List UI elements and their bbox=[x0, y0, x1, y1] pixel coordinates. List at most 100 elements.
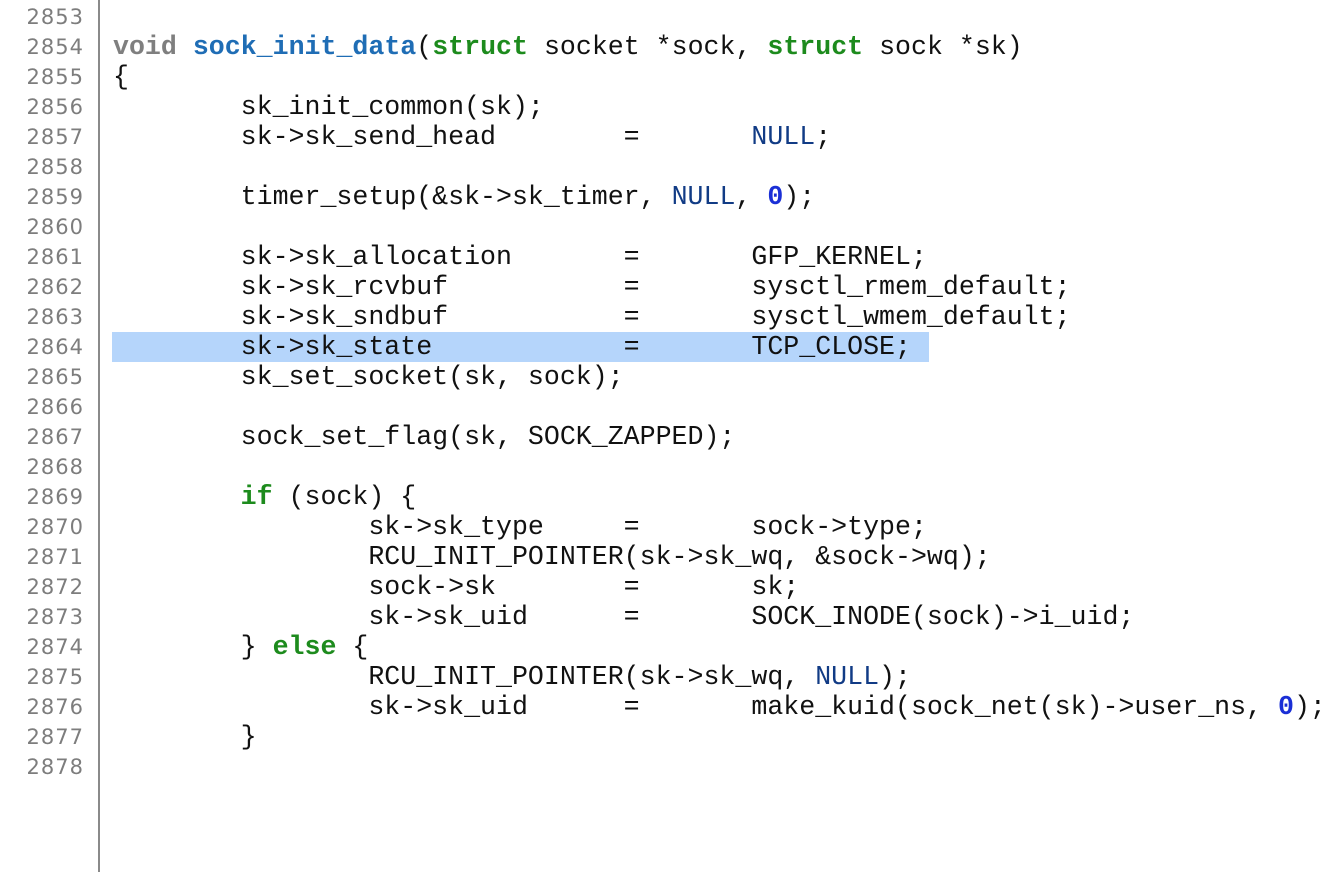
line-number[interactable]: 2870 bbox=[26, 515, 84, 539]
constant-token: NULL bbox=[671, 182, 736, 212]
code-line[interactable]: 2868 bbox=[0, 452, 1336, 482]
line-number[interactable]: 2859 bbox=[26, 185, 84, 209]
line-number[interactable]: 2874 bbox=[26, 635, 84, 659]
code-line[interactable]: 2872 sock->sk = sk; bbox=[0, 572, 1336, 602]
constant-token: NULL bbox=[815, 662, 880, 692]
code-token: socket *sock, bbox=[527, 32, 768, 62]
line-number[interactable]: 2872 bbox=[26, 575, 84, 599]
code-token: (sock) { bbox=[272, 482, 417, 512]
line-number[interactable]: 2863 bbox=[26, 305, 84, 329]
line-number[interactable]: 2873 bbox=[26, 605, 84, 629]
code-text: RCU_INIT_POINTER(sk->sk_wq, &sock->wq); bbox=[113, 542, 991, 572]
line-number[interactable]: 2865 bbox=[26, 365, 84, 389]
code-token: sock_set_flag(sk, SOCK_ZAPPED); bbox=[113, 422, 736, 452]
code-token: sk_init_common(sk); bbox=[113, 92, 544, 122]
code-line[interactable]: 2856 sk_init_common(sk); bbox=[0, 92, 1336, 122]
code-line[interactable]: 2869 if (sock) { bbox=[0, 482, 1336, 512]
line-number[interactable]: 2869 bbox=[26, 485, 84, 509]
code-line[interactable]: 2877 } bbox=[0, 722, 1336, 752]
keyword-token: struct bbox=[767, 32, 864, 62]
code-line[interactable]: 2855 { bbox=[0, 62, 1336, 92]
code-token: sk->sk_rcvbuf = sysctl_rmem_default; bbox=[113, 272, 1071, 302]
line-number[interactable]: 2864 bbox=[26, 335, 84, 359]
code-text: EXPORT_SYMBOL(sk_stop_timer_sync); bbox=[113, 0, 656, 2]
code-text: sk_init_common(sk); bbox=[113, 92, 544, 122]
code-token: ); bbox=[783, 182, 816, 212]
code-token: timer_setup(&sk->sk_timer, bbox=[113, 182, 672, 212]
keyword-token: else bbox=[272, 632, 337, 662]
code-line[interactable]: 2859 timer_setup(&sk->sk_timer, NULL, 0)… bbox=[0, 182, 1336, 212]
gutter-divider bbox=[98, 0, 100, 872]
code-line[interactable]: 2878 bbox=[0, 752, 1336, 782]
line-number[interactable]: 2876 bbox=[26, 695, 84, 719]
code-line[interactable]: 2860 bbox=[0, 212, 1336, 242]
code-line[interactable]: 2871 RCU_INIT_POINTER(sk->sk_wq, &sock->… bbox=[0, 542, 1336, 572]
line-number[interactable]: 2853 bbox=[26, 5, 84, 29]
code-line[interactable]: 2858 bbox=[0, 152, 1336, 182]
code-token: , bbox=[735, 182, 768, 212]
code-text: sk->sk_type = sock->type; bbox=[113, 512, 927, 542]
line-number[interactable]: 2871 bbox=[26, 545, 84, 569]
line-number[interactable]: 2866 bbox=[26, 395, 84, 419]
code-text: sk->sk_uid = make_kuid(sock_net(sk)->use… bbox=[113, 692, 1326, 722]
code-line-highlighted[interactable]: 2864 sk->sk_state = TCP_CLOSE; bbox=[0, 332, 1336, 362]
function-name-token: sock_init_data bbox=[192, 32, 417, 62]
code-line[interactable]: 2875 RCU_INIT_POINTER(sk->sk_wq, NULL); bbox=[0, 662, 1336, 692]
code-line[interactable]: 2857 sk->sk_send_head = NULL; bbox=[0, 122, 1336, 152]
code-token bbox=[113, 482, 241, 512]
code-line[interactable]: 2866 bbox=[0, 392, 1336, 422]
code-token: sock->sk = sk; bbox=[113, 572, 800, 602]
code-text: } bbox=[113, 722, 257, 752]
code-text: sk_set_socket(sk, sock); bbox=[113, 362, 624, 392]
code-token: sk->sk_uid = SOCK_INODE(sock)->i_uid; bbox=[113, 602, 1135, 632]
code-token: ( bbox=[416, 32, 433, 62]
code-line[interactable]: EXPORT_SYMBOL(sk_stop_timer_sync); bbox=[0, 0, 1336, 2]
code-text: } else { bbox=[113, 632, 369, 662]
code-line[interactable]: 2865 sk_set_socket(sk, sock); bbox=[0, 362, 1336, 392]
code-text: RCU_INIT_POINTER(sk->sk_wq, NULL); bbox=[113, 662, 911, 692]
line-number[interactable]: 2875 bbox=[26, 665, 84, 689]
code-line[interactable]: 2876 sk->sk_uid = make_kuid(sock_net(sk)… bbox=[0, 692, 1336, 722]
line-number[interactable]: 2861 bbox=[26, 245, 84, 269]
code-token: { bbox=[336, 632, 369, 662]
code-text: sk->sk_state = TCP_CLOSE; bbox=[113, 332, 911, 362]
code-token: sk->sk_state = TCP_CLOSE; bbox=[113, 332, 911, 362]
code-token: sk->sk_send_head = bbox=[113, 122, 752, 152]
line-number[interactable]: 2856 bbox=[26, 95, 84, 119]
code-text: timer_setup(&sk->sk_timer, NULL, 0); bbox=[113, 182, 816, 212]
line-number[interactable]: 2854 bbox=[26, 35, 84, 59]
type-keyword-token: void bbox=[113, 32, 177, 62]
line-number[interactable]: 2855 bbox=[26, 65, 84, 89]
code-text: { bbox=[113, 62, 129, 92]
line-number[interactable]: 2878 bbox=[26, 755, 84, 779]
line-number[interactable]: 2857 bbox=[26, 125, 84, 149]
code-token: ; bbox=[815, 122, 832, 152]
line-number[interactable]: 2860 bbox=[26, 215, 84, 239]
code-line[interactable]: 2862 sk->sk_rcvbuf = sysctl_rmem_default… bbox=[0, 272, 1336, 302]
line-number[interactable]: 2877 bbox=[26, 725, 84, 749]
line-number[interactable]: 2862 bbox=[26, 275, 84, 299]
code-text: sk->sk_rcvbuf = sysctl_rmem_default; bbox=[113, 272, 1071, 302]
code-token: sk->sk_uid = make_kuid(sock_net(sk)->use… bbox=[113, 692, 1278, 722]
code-token: } bbox=[113, 632, 273, 662]
code-token: ); bbox=[879, 662, 911, 692]
code-line[interactable]: 2867 sock_set_flag(sk, SOCK_ZAPPED); bbox=[0, 422, 1336, 452]
code-text: void sock_init_data(struct socket *sock,… bbox=[113, 32, 1023, 62]
code-line[interactable]: 2874 } else { bbox=[0, 632, 1336, 662]
code-token: RCU_INIT_POINTER(sk->sk_wq, &sock->wq); bbox=[113, 542, 991, 572]
line-number[interactable]: 2867 bbox=[26, 425, 84, 449]
code-line[interactable]: 2870 sk->sk_type = sock->type; bbox=[0, 512, 1336, 542]
line-highlight bbox=[112, 332, 929, 362]
code-line[interactable]: 2853 bbox=[0, 2, 1336, 32]
keyword-token: struct bbox=[432, 32, 528, 62]
code-line[interactable]: 2861 sk->sk_allocation = GFP_KERNEL; bbox=[0, 242, 1336, 272]
code-token: { bbox=[113, 62, 129, 92]
code-token: sock *sk) bbox=[863, 32, 1023, 62]
line-number[interactable]: 2868 bbox=[26, 455, 84, 479]
number-token: 0 bbox=[767, 182, 784, 212]
code-line[interactable]: 2873 sk->sk_uid = SOCK_INODE(sock)->i_ui… bbox=[0, 602, 1336, 632]
code-line[interactable]: 2863 sk->sk_sndbuf = sysctl_wmem_default… bbox=[0, 302, 1336, 332]
line-number[interactable]: 2858 bbox=[26, 155, 84, 179]
